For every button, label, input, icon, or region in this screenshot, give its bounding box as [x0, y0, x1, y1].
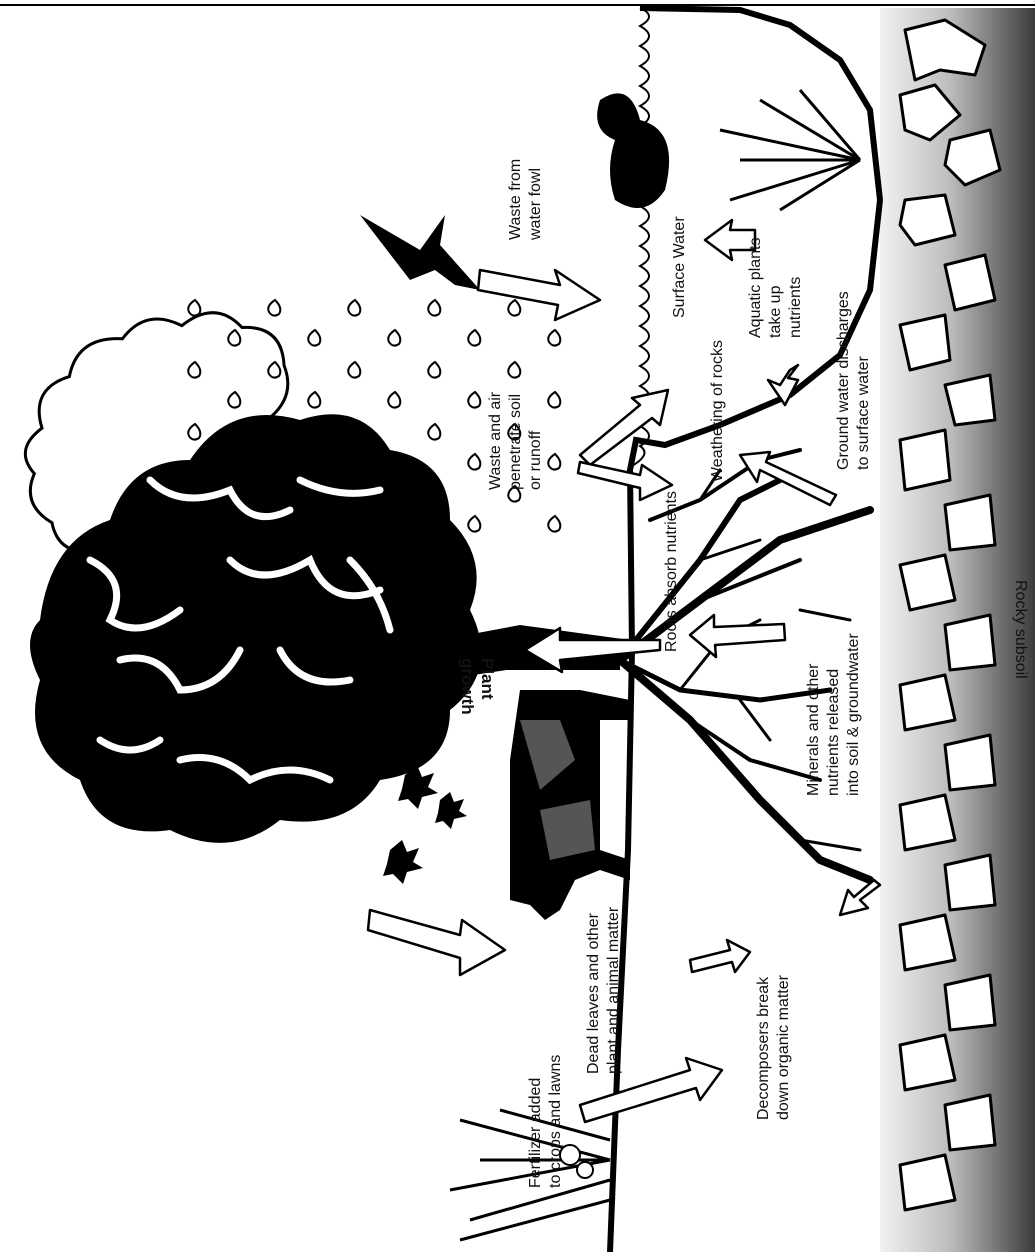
- leaf: [383, 840, 423, 884]
- bird-flying: [360, 215, 480, 290]
- label-decomposers: Decomposers break down organic matter: [755, 972, 792, 1120]
- label-aquatic-plants: Aquatic plants take up nutrients: [747, 233, 804, 338]
- rock: [900, 795, 955, 850]
- rock: [900, 675, 955, 730]
- rock: [945, 975, 995, 1030]
- label-waste-fowl: Waste from water fowl: [507, 154, 544, 241]
- rock: [945, 495, 995, 550]
- raindrop: [548, 516, 560, 532]
- raindrop: [428, 362, 440, 378]
- rock: [900, 315, 950, 370]
- raindrop: [348, 362, 360, 378]
- arrow-waste-air-a: [580, 390, 668, 465]
- label-rocky-subsoil: Rocky subsoil: [1012, 580, 1029, 679]
- raindrop: [548, 454, 560, 470]
- rock: [945, 255, 995, 310]
- raindrop: [308, 392, 320, 408]
- rock: [945, 1095, 995, 1150]
- raindrop: [468, 454, 480, 470]
- fertilizer-pellet: [577, 1162, 593, 1178]
- falling-leaves: [383, 765, 467, 884]
- rock: [945, 615, 995, 670]
- raindrop: [388, 392, 400, 408]
- arrow-waste-air-b: [578, 462, 672, 500]
- rock: [900, 195, 955, 245]
- rock: [945, 855, 995, 910]
- raindrop: [428, 424, 440, 440]
- label-roots-absorb: Roots absorb nutrients: [663, 491, 680, 652]
- raindrop: [428, 300, 440, 316]
- leaf: [435, 792, 467, 829]
- cow-silhouette: [510, 690, 630, 920]
- raindrop: [508, 362, 520, 378]
- arrow-dead-leaves: [368, 910, 505, 975]
- raindrop: [268, 300, 280, 316]
- raindrop: [468, 330, 480, 346]
- raindrop: [388, 330, 400, 346]
- rock: [900, 430, 950, 490]
- raindrop: [508, 300, 520, 316]
- arrow-minerals: [690, 615, 785, 657]
- arrow-decomposers: [690, 940, 750, 972]
- raindrop: [348, 300, 360, 316]
- arrow-waste-fowl: [478, 270, 600, 320]
- label-groundwater: Ground water discharges to surface water: [835, 287, 872, 470]
- raindrop: [548, 392, 560, 408]
- arrow-weathering: [740, 452, 836, 505]
- arrow-groundwater: [768, 365, 798, 405]
- water-fowl: [597, 93, 669, 208]
- label-weathering: Weathering of rocks: [709, 340, 726, 482]
- raindrop: [468, 392, 480, 408]
- raindrop: [188, 300, 200, 316]
- label-dead-leaves: Dead leaves and other plant and animal m…: [585, 906, 622, 1074]
- rock: [900, 555, 955, 610]
- raindrop: [308, 330, 320, 346]
- rock: [900, 1155, 955, 1210]
- arrow-subsoil: [840, 880, 880, 915]
- rock: [900, 915, 955, 970]
- label-surface-water: Surface Water: [671, 216, 688, 318]
- rocky-subsoil: [880, 8, 1035, 1252]
- label-plant-growth: Plant growth: [458, 658, 497, 715]
- raindrop: [548, 330, 560, 346]
- label-minerals: Minerals and other nutrients released in…: [805, 633, 862, 796]
- rock: [945, 375, 995, 425]
- aquatic-plant: [720, 90, 860, 210]
- label-waste-air: Waste and air penetrate soil or runoff: [487, 387, 544, 490]
- rock: [945, 735, 995, 790]
- rock: [900, 1035, 955, 1090]
- raindrop: [468, 516, 480, 532]
